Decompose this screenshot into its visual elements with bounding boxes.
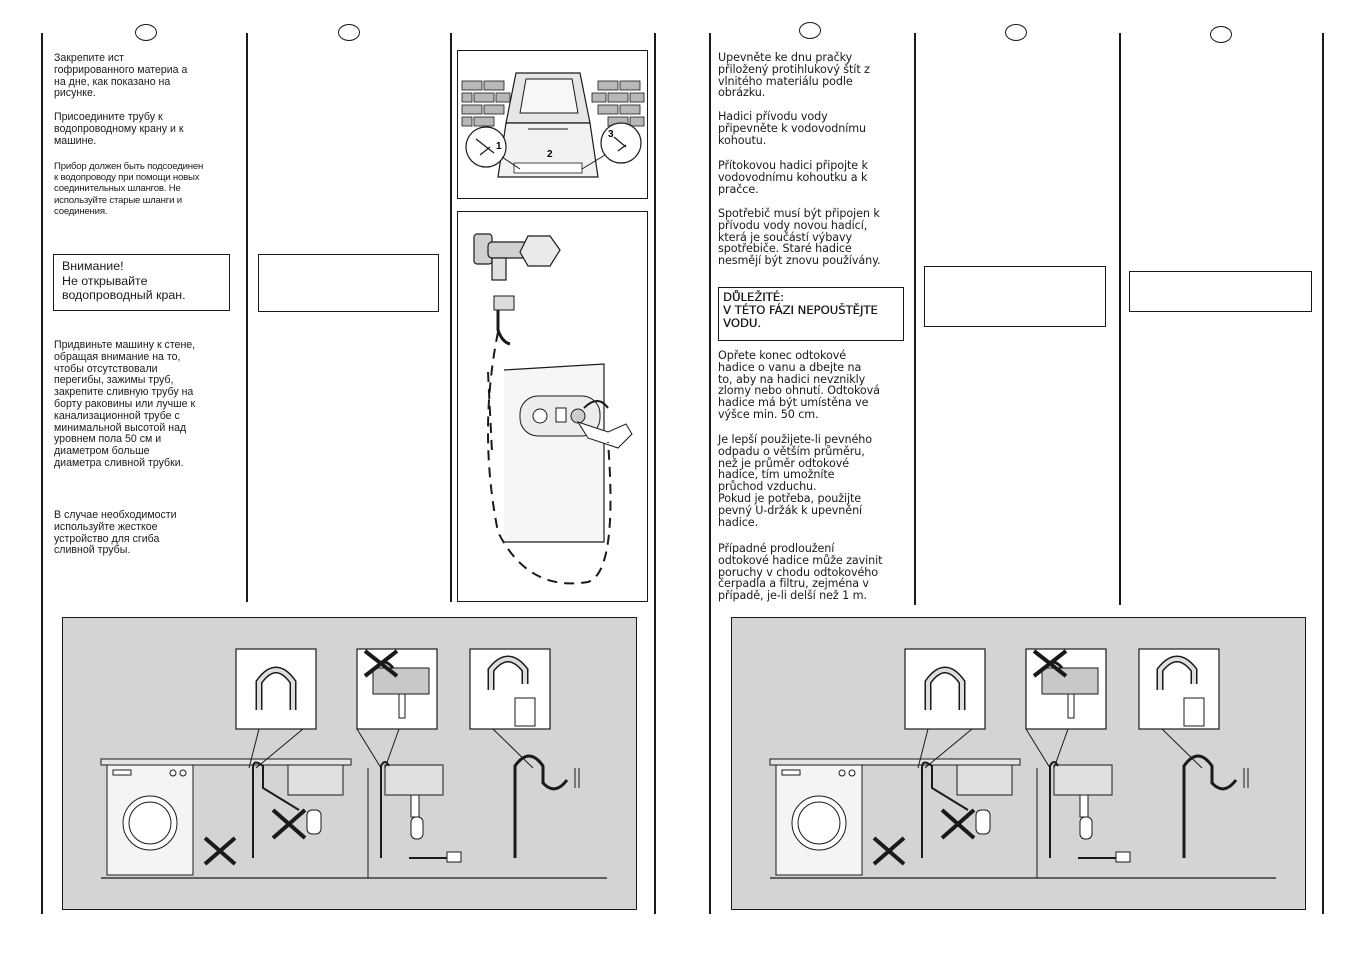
column-rule: [246, 33, 248, 602]
drain-options-illustration: [100, 648, 607, 879]
washer-top-illustration: 1 2 3: [461, 72, 645, 178]
drain-installation-panel-left: [62, 617, 637, 910]
column-rule: [914, 33, 916, 605]
empty-warning-box: [258, 254, 439, 312]
ru-paragraph-3: Прибор должен быть подсоединен к водопро…: [54, 161, 204, 217]
ru-paragraph-1: Закрепите ист гофрированного материа а н…: [54, 52, 188, 100]
forbidden-x-icon: [203, 649, 399, 866]
cz-paragraph-7: Případné prodloužení odtokové hadice můž…: [718, 542, 883, 603]
empty-warning-box: [924, 266, 1106, 327]
cz-paragraph-2: Hadici přívodu vody připevněte k vodovod…: [718, 110, 867, 147]
drain-options-illustration: [769, 648, 1276, 879]
ru-warning-text: Внимание! Не открывайте водопроводный кр…: [62, 259, 186, 302]
language-marker-icon: [1005, 24, 1027, 41]
step-2-label: 2: [547, 149, 553, 160]
column-rule: [1119, 33, 1121, 605]
ru-warning-box: Внимание! Не открывайте водопроводный кр…: [53, 254, 230, 311]
step-3-label: 3: [608, 129, 614, 140]
column-rule: [654, 33, 656, 914]
hose-connection-figure: [457, 211, 648, 602]
language-marker-icon: [799, 22, 821, 39]
ru-paragraph-2: Присоедините трубу к водопроводному кран…: [54, 111, 184, 147]
column-rule: [41, 33, 43, 914]
language-marker-icon: [1210, 26, 1232, 43]
cz-paragraph-5: Opřete konec odtokové hadice o vanu a db…: [718, 349, 880, 421]
cz-paragraph-4: Spotřebič musí být připojen k přívodu vo…: [718, 207, 881, 268]
cz-paragraph-1: Upevněte ke dnu pračky přiložený protihl…: [718, 51, 870, 100]
water-tap-hose-illustration: [473, 233, 633, 585]
column-rule: [709, 33, 711, 914]
cz-warning-text: DŮLEŽITÉ: V TÉTO FÁZI NEPOUŠTĚJTE VODU.: [723, 290, 878, 330]
empty-warning-box: [1129, 271, 1312, 312]
forbidden-x-icon: [872, 649, 1068, 866]
step-1-label: 1: [496, 141, 502, 152]
drain-installation-panel-right: [731, 617, 1306, 910]
language-marker-icon: [135, 24, 157, 41]
cz-paragraph-3: Přítokovou hadici připojte k vodovodnímu…: [718, 159, 868, 196]
column-rule: [1322, 33, 1324, 914]
cz-paragraph-6: Je lepší použijete-li pevného odpadu o v…: [718, 433, 873, 529]
ru-paragraph-4: Придвиньте машину к стене, обращая внима…: [54, 339, 196, 469]
ru-paragraph-5: В случае необходимости используйте жестк…: [54, 509, 177, 557]
language-marker-icon: [338, 24, 360, 41]
cz-warning-box: DŮLEŽITÉ: V TÉTO FÁZI NEPOUŠTĚJTE VODU.: [718, 287, 904, 341]
column-rule: [450, 33, 452, 602]
washer-installation-figure: 1 2 3: [457, 50, 648, 199]
